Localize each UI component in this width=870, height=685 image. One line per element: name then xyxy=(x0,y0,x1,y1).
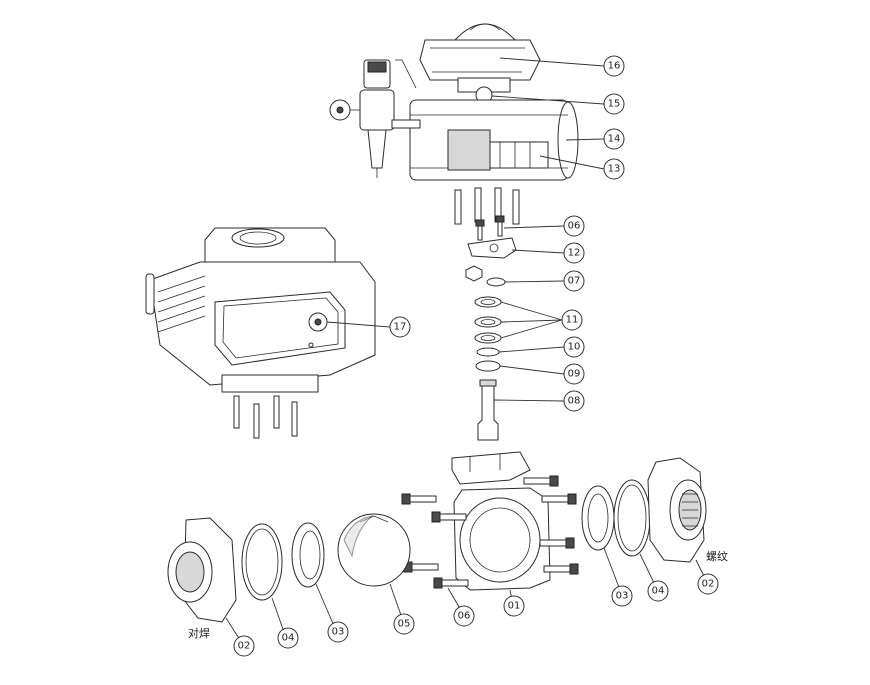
svg-text:11: 11 xyxy=(566,315,579,326)
svg-text:01: 01 xyxy=(508,601,521,612)
callout-12: 12 xyxy=(563,242,585,264)
svg-text:09: 09 xyxy=(568,369,581,380)
svg-text:14: 14 xyxy=(608,134,621,145)
svg-text:16: 16 xyxy=(608,61,621,72)
callout-04-right: 04 xyxy=(647,580,669,602)
svg-text:15: 15 xyxy=(608,99,621,110)
callout-17: 17 xyxy=(389,316,411,338)
packing-ring xyxy=(474,316,502,328)
svg-text:08: 08 xyxy=(568,396,581,407)
svg-text:03: 03 xyxy=(616,591,629,602)
thread-end-label: 螺纹 xyxy=(706,549,728,563)
svg-text:03: 03 xyxy=(332,627,345,638)
switch-box-dome xyxy=(453,23,517,41)
body-bolts-right xyxy=(523,475,579,575)
solenoid-valve xyxy=(447,129,491,171)
callout-01: 01 xyxy=(503,595,525,617)
stem-stack xyxy=(465,215,517,441)
electric-actuator-assembly xyxy=(145,227,376,439)
svg-text:02: 02 xyxy=(238,641,251,652)
valve-stem xyxy=(477,381,499,441)
callout-07: 07 xyxy=(563,270,585,292)
seat-ring-right xyxy=(581,485,615,551)
gasket-left xyxy=(241,523,283,601)
packing-ring xyxy=(474,296,502,308)
callout-04-left: 04 xyxy=(277,627,299,649)
seat-ring-left xyxy=(291,522,325,588)
callout-02-right: 02 xyxy=(697,573,719,595)
callout-10: 10 xyxy=(563,336,585,358)
callout-06-top: 06 xyxy=(563,215,585,237)
weld-end-label: 对焊 xyxy=(188,626,210,640)
callout-15: 15 xyxy=(603,93,625,115)
svg-text:04: 04 xyxy=(652,586,665,597)
svg-text:10: 10 xyxy=(568,342,581,353)
svg-text:06: 06 xyxy=(458,611,471,622)
leader-lines xyxy=(225,57,705,641)
callout-02-left: 02 xyxy=(233,635,255,657)
svg-text:17: 17 xyxy=(394,322,407,333)
thrust-washer xyxy=(475,360,501,372)
gasket-right xyxy=(613,479,651,557)
packing-ring xyxy=(474,332,502,344)
svg-text:13: 13 xyxy=(608,164,621,175)
svg-text:05: 05 xyxy=(398,619,411,630)
callout-03-right: 03 xyxy=(611,585,633,607)
svg-text:12: 12 xyxy=(568,248,581,259)
callout-08: 08 xyxy=(563,390,585,412)
callout-05: 05 xyxy=(393,613,415,635)
callout-09: 09 xyxy=(563,363,585,385)
stem-nut xyxy=(465,265,483,282)
callout-16: 16 xyxy=(603,55,625,77)
body-bolts-left xyxy=(401,493,469,589)
svg-text:06: 06 xyxy=(568,221,581,232)
stem-washer xyxy=(476,347,500,357)
limit-switch-box xyxy=(419,39,541,81)
callout-06-bottom: 06 xyxy=(453,605,475,627)
stop-plate xyxy=(467,237,517,259)
callout-11: 11 xyxy=(561,309,583,331)
svg-text:07: 07 xyxy=(568,276,581,287)
svg-text:02: 02 xyxy=(702,579,715,590)
callout-03-left: 03 xyxy=(327,621,349,643)
callout-14: 14 xyxy=(603,128,625,150)
valve-body-assembly xyxy=(167,451,707,623)
callout-13: 13 xyxy=(603,158,625,180)
svg-text:04: 04 xyxy=(282,633,295,644)
pneumatic-actuator-assembly xyxy=(329,23,579,225)
